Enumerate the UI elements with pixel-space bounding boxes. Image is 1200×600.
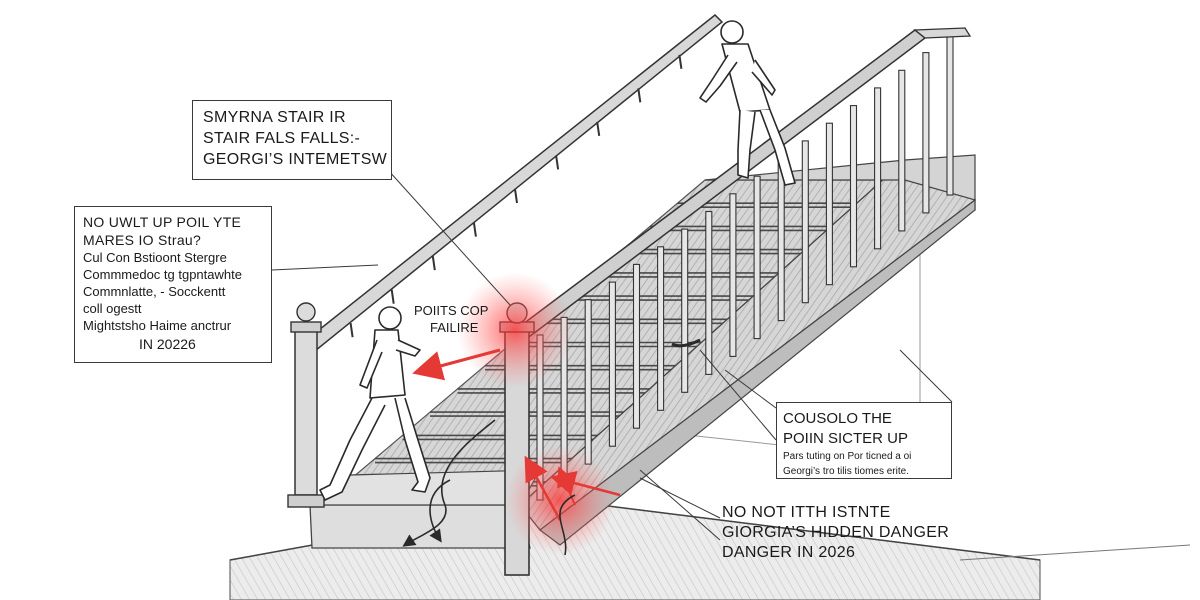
rail-bracket <box>596 121 601 137</box>
bottom-caption-line: NO NOT ITTH ISTNTE <box>722 504 891 521</box>
callout-left-line: Commnlatte, - Socckentt <box>83 284 226 299</box>
baluster <box>729 193 737 357</box>
baluster <box>898 69 906 232</box>
balusters <box>536 34 954 501</box>
baluster <box>825 122 833 286</box>
rail-bracket <box>514 188 518 204</box>
baluster <box>608 281 616 447</box>
callout-right-line: Pars tuting on Por ticned a oi <box>783 451 912 462</box>
descending-person-figure <box>699 20 796 186</box>
callout-left-year: IN 20226 <box>139 336 196 352</box>
baluster <box>874 87 882 250</box>
rail-bracket <box>390 289 395 304</box>
rail-bracket <box>472 222 477 237</box>
bottom-caption-line: DANGER IN 2026 <box>722 544 856 561</box>
baluster <box>946 34 954 196</box>
failure-label: POIITS COP FAILIRE <box>414 302 488 336</box>
baluster <box>849 105 858 268</box>
rail-bracket <box>349 323 354 338</box>
callout-left-heading: NO UWLT UP POIL YTE <box>83 214 242 230</box>
failure-glow-top <box>457 272 573 388</box>
callout-left-line: Mightstsho Haime anctrur <box>83 318 232 333</box>
fall-arrows <box>402 338 701 556</box>
baluster <box>681 228 689 393</box>
bottom-caption-line: GIORGIA’S HIDDEN DANGER <box>722 524 950 541</box>
callout-right-heading: COUSOLO THE <box>783 410 892 427</box>
baluster <box>777 157 785 322</box>
climbing-person-figure <box>319 306 431 501</box>
bottom-caption: NO NOT ITTH ISTNTE GIORGIA’S HIDDEN DANG… <box>722 503 949 563</box>
baluster <box>584 299 592 465</box>
baluster <box>801 140 809 304</box>
baluster <box>705 210 713 375</box>
rail-bracket <box>555 155 560 170</box>
leader-lines <box>271 169 953 541</box>
newel-post-left <box>287 302 325 508</box>
baluster <box>632 263 641 429</box>
callout-right-line: Georgi’s tro tilis tiomes erite. <box>783 466 909 477</box>
callout-top-line: GEORGI’S INTEMETSW <box>203 151 388 168</box>
callout-top: SMYRNA STAIR IR STAIR FALS FALLS:- GEORG… <box>192 100 392 180</box>
callout-left-line: Commmedoc tg tgpntawhte <box>83 267 242 282</box>
callout-left-line: coll ogestt <box>83 301 142 316</box>
failure-label-line: FAILIRE <box>429 320 479 335</box>
baluster <box>657 246 665 411</box>
baluster <box>753 175 761 340</box>
rail-bracket <box>637 88 642 103</box>
baluster <box>922 52 930 214</box>
callout-left-line: Cul Con Bstioont Stergre <box>83 250 227 265</box>
callout-left: NO UWLT UP POIL YTE MARES IO Strau? Cul … <box>74 206 272 363</box>
callout-top-line: SMYRNA STAIR IR <box>203 109 346 126</box>
rail-bracket <box>431 255 436 271</box>
callout-top-line: STAIR FALS FALLS:- <box>203 130 361 147</box>
failure-label-line: POIITS COP <box>414 303 489 318</box>
rail-bracket <box>678 54 683 69</box>
failure-glow-bottom <box>505 445 615 555</box>
callout-left-heading: MARES IO Strau? <box>83 232 202 248</box>
warning-arrow <box>412 348 621 521</box>
callout-right: COUSOLO THE POIIN SICTER UP Pars tuting … <box>776 402 952 479</box>
callout-right-heading: POIIN SICTER UP <box>783 430 909 447</box>
